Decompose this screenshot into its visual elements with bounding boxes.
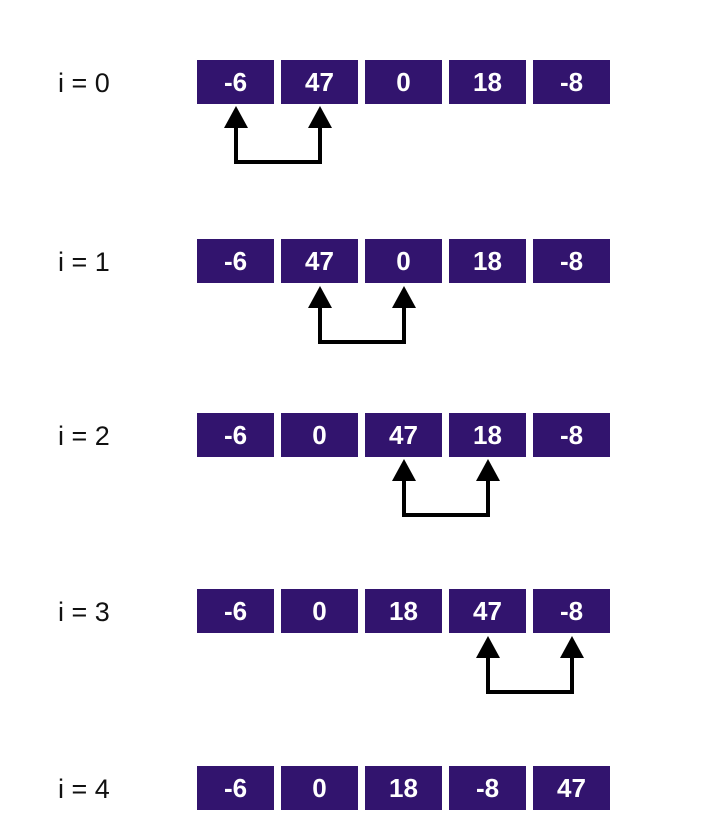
array-cell: -6	[197, 239, 274, 283]
arrowhead-icon	[392, 286, 416, 308]
array-cell: 47	[533, 766, 610, 810]
array-cell: -6	[197, 589, 274, 633]
compare-arrow	[476, 636, 584, 694]
step-row: i = 0 -6 47 0 18 -8	[0, 60, 722, 106]
step-label: i = 4	[58, 774, 110, 804]
array-cell: -6	[197, 413, 274, 457]
array-cell: 47	[281, 60, 358, 104]
step-label: i = 3	[58, 597, 110, 627]
array-cell: -8	[449, 766, 526, 810]
step-row: i = 3 -6 0 18 47 -8	[0, 589, 722, 635]
array-cell: 0	[281, 413, 358, 457]
array-cell: 47	[365, 413, 442, 457]
arrowhead-icon	[308, 286, 332, 308]
array-cell: 18	[449, 60, 526, 104]
compare-bracket	[486, 656, 574, 694]
arrowhead-icon	[392, 459, 416, 481]
array-cell: -8	[533, 413, 610, 457]
array-cell: -8	[533, 589, 610, 633]
compare-arrow	[308, 286, 416, 344]
compare-bracket	[234, 126, 322, 164]
array-cell: 18	[449, 413, 526, 457]
arrowhead-icon	[308, 106, 332, 128]
array-cell: 0	[281, 766, 358, 810]
array-cell: 0	[365, 239, 442, 283]
array-cell: 18	[365, 766, 442, 810]
compare-arrow	[392, 459, 500, 517]
array-cell: -6	[197, 766, 274, 810]
step-row: i = 4 -6 0 18 -8 47	[0, 766, 722, 812]
array-cell: -6	[197, 60, 274, 104]
step-row: i = 1 -6 47 0 18 -8	[0, 239, 722, 285]
step-label: i = 1	[58, 247, 110, 277]
array-cell: 18	[365, 589, 442, 633]
array-cell: 47	[281, 239, 358, 283]
arrowhead-icon	[560, 636, 584, 658]
step-label: i = 0	[58, 68, 110, 98]
array-cell: -8	[533, 60, 610, 104]
array-cell: 0	[281, 589, 358, 633]
arrowhead-icon	[476, 459, 500, 481]
compare-bracket	[402, 479, 490, 517]
arrowhead-icon	[476, 636, 500, 658]
array-cell: 18	[449, 239, 526, 283]
array-cell: 0	[365, 60, 442, 104]
step-row: i = 2 -6 0 47 18 -8	[0, 413, 722, 459]
array-cell: 47	[449, 589, 526, 633]
step-label: i = 2	[58, 421, 110, 451]
compare-bracket	[318, 306, 406, 344]
array-cell: -8	[533, 239, 610, 283]
compare-arrow	[224, 106, 332, 164]
arrowhead-icon	[224, 106, 248, 128]
